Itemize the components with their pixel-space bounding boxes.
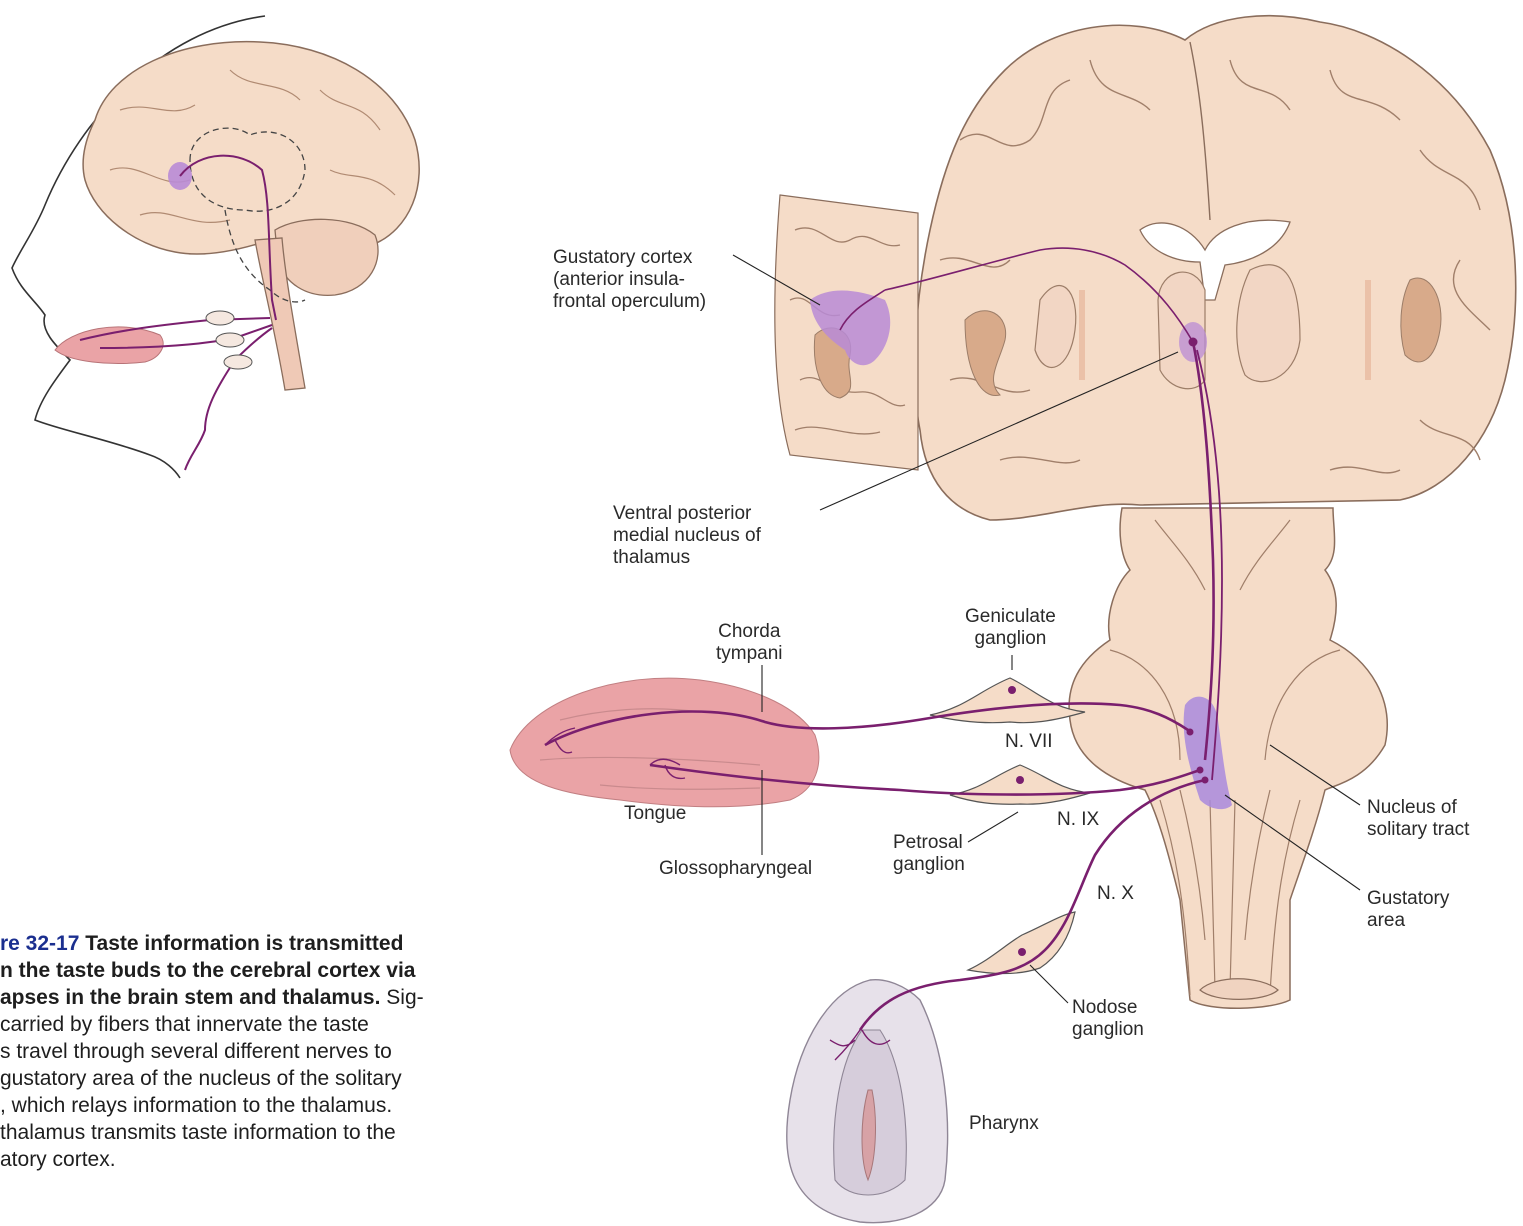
synapse-nts-2 bbox=[1197, 767, 1204, 774]
caption-body-text: Sig- carried by fibers that innervate th… bbox=[0, 986, 424, 1171]
label-n-x: N. X bbox=[1097, 883, 1134, 905]
label-pharynx: Pharynx bbox=[969, 1113, 1039, 1135]
coronal-right-nucleus bbox=[1237, 265, 1300, 382]
synapse-petrosal bbox=[1016, 776, 1024, 784]
geniculate-ganglion bbox=[930, 678, 1085, 723]
label-vpm-nucleus: Ventral posterior medial nucleus of thal… bbox=[613, 503, 761, 569]
leader-nodose bbox=[1030, 965, 1068, 1003]
head-cerebellum bbox=[275, 219, 378, 295]
leader-petrosal bbox=[968, 812, 1018, 842]
label-gustatory-cortex: Gustatory cortex (anterior insula- front… bbox=[553, 247, 706, 313]
synapse-nodose bbox=[1018, 948, 1026, 956]
synapse-geniculate bbox=[1008, 686, 1016, 694]
caption-figure-id: re 32-17 bbox=[0, 932, 79, 955]
figure-caption: re 32-17 Taste information is transmitte… bbox=[0, 930, 560, 1173]
synapse-nts-3 bbox=[1202, 777, 1209, 784]
label-tongue: Tongue bbox=[624, 803, 686, 825]
label-nodose-ganglion: Nodose ganglion bbox=[1072, 997, 1144, 1041]
label-gustatory-area: Gustatory area bbox=[1367, 888, 1449, 932]
brain-stem bbox=[1069, 508, 1387, 1008]
head-tongue bbox=[55, 327, 163, 364]
nodose-ganglion bbox=[968, 912, 1075, 974]
pharynx bbox=[787, 980, 948, 1223]
label-petrosal-ganglion: Petrosal ganglion bbox=[893, 832, 965, 876]
petrosal-ganglion bbox=[950, 765, 1090, 804]
label-n-ix: N. IX bbox=[1057, 809, 1099, 831]
label-nucleus-solitary-tract: Nucleus of solitary tract bbox=[1367, 797, 1469, 841]
label-geniculate-ganglion: Geniculate ganglion bbox=[965, 606, 1056, 650]
label-n-vii: N. VII bbox=[1005, 731, 1053, 753]
label-glossopharyngeal: Glossopharyngeal bbox=[659, 858, 812, 880]
brainstem-outline bbox=[1069, 508, 1387, 1008]
insula-panel bbox=[775, 195, 918, 470]
synapse-nts-1 bbox=[1187, 729, 1194, 736]
head-inset bbox=[12, 16, 419, 478]
head-brain bbox=[83, 42, 419, 254]
synapse-vpm bbox=[1189, 338, 1198, 347]
label-chorda-tympani: Chorda tympani bbox=[716, 621, 783, 665]
